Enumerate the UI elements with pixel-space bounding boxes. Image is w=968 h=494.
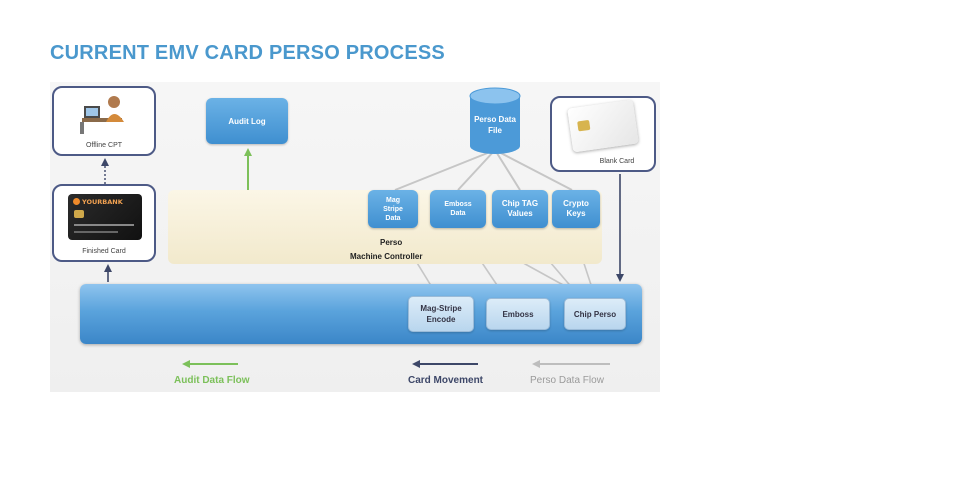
controller-label-line2: Machine Controller (350, 252, 423, 261)
card-holder-stripe (74, 231, 118, 233)
chip-perso-station: Chip Perso (564, 298, 626, 330)
finished-card-image: YOURBANK (68, 194, 142, 240)
blank-card-image (567, 99, 639, 153)
legend-audit-data-flow: Audit Data Flow (174, 375, 250, 386)
database-icon (469, 87, 521, 154)
controller-label-line1: Perso (380, 238, 403, 247)
legend-perso-data-flow: Perso Data Flow (530, 375, 604, 386)
card-chip-icon (74, 210, 84, 218)
audit-log-box: Audit Log (206, 98, 288, 144)
blank-card-box: Blank Card (550, 96, 656, 172)
card-number-stripe (74, 224, 134, 226)
finished-card-box: YOURBANK Finished Card (52, 184, 156, 262)
emv-perso-diagram: Offline CPT YOURBANK Finished Card Audit… (50, 82, 660, 392)
finished-card-label: Finished Card (82, 248, 126, 255)
emboss-data-module: Emboss Data (430, 190, 486, 228)
mag-stripe-data-module: Mag Stripe Data (368, 190, 418, 228)
offline-cpt-box: Offline CPT (52, 86, 156, 156)
operator-illustration (80, 96, 124, 134)
blank-card-chip-icon (577, 119, 591, 132)
chip-tag-values-module: Chip TAG Values (492, 190, 548, 228)
page-title: CURRENT EMV CARD PERSO PROCESS (50, 42, 445, 64)
blank-card-label: Blank Card (599, 158, 635, 165)
card-logo-icon (73, 198, 80, 205)
card-bank-name: YOURBANK (82, 198, 123, 206)
perso-data-file-db: Perso Data File (468, 86, 522, 156)
crypto-keys-module: Crypto Keys (552, 190, 600, 228)
perso-machine-bar (80, 284, 642, 344)
offline-cpt-label: Offline CPT (85, 142, 123, 149)
perso-data-fanout (394, 149, 573, 191)
perso-data-file-label: Perso Data File (474, 115, 516, 135)
mag-stripe-encode-station: Mag-Stripe Encode (408, 296, 474, 332)
emboss-station: Emboss (486, 298, 550, 330)
legend-card-movement: Card Movement (408, 375, 484, 386)
